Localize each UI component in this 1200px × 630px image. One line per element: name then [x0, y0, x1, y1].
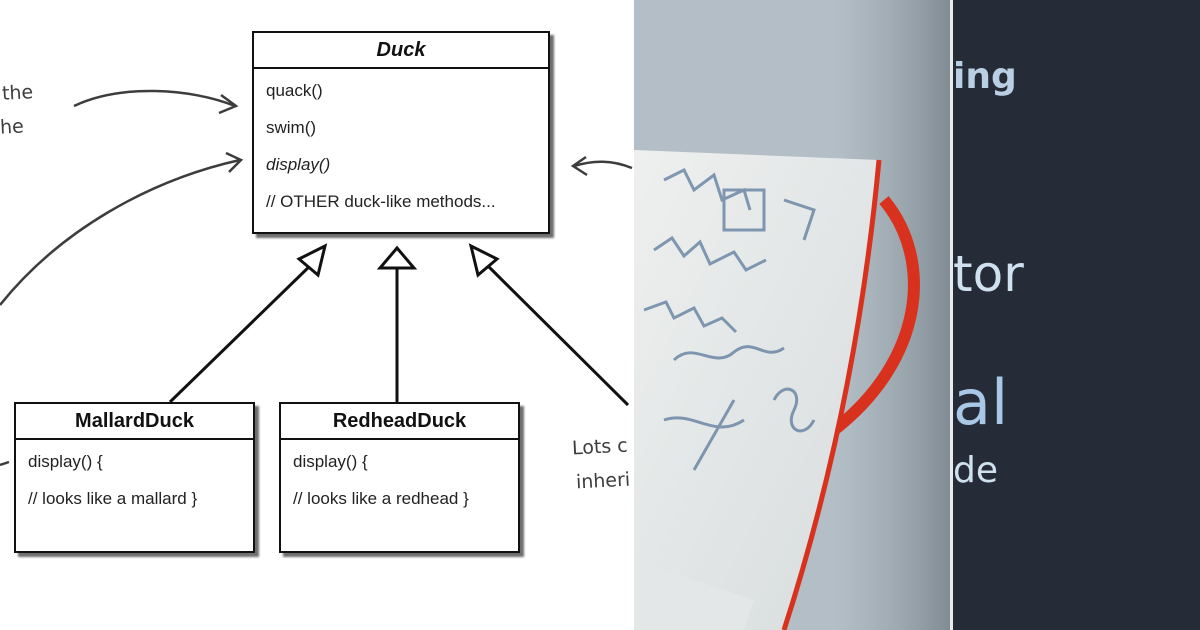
duck-method: quack()	[266, 81, 323, 100]
mallard-triangle-arrow-icon	[296, 243, 328, 278]
bookmark-ribbon	[830, 196, 920, 435]
title-fragment: de	[953, 450, 998, 491]
redhead-method-list: display() { // looks like a redhead }	[281, 440, 518, 524]
notebook-illustration	[634, 0, 950, 630]
redhead-method: display() {	[293, 452, 368, 471]
title-fragment: tor	[953, 245, 1024, 303]
redhead-method: // looks like a redhead }	[293, 489, 469, 508]
uml-diagram: the he Lots c inheri Duck quack() swim()…	[0, 31, 633, 553]
right-triangle-arrow-icon	[468, 243, 500, 278]
mallard-class-name: MallardDuck	[16, 404, 253, 440]
mallard-duck-class-box: MallardDuck display() { // looks like a …	[14, 402, 255, 553]
annotation-note: Lots c	[571, 434, 629, 460]
redhead-triangle-arrow-icon	[376, 245, 418, 270]
hand-drawn-arrowhead-icon	[570, 155, 588, 177]
hand-drawn-arrow-icon	[573, 160, 633, 170]
mallard-inheritance-line	[168, 260, 316, 404]
annotation-note: he	[0, 115, 25, 139]
duck-class-box: Duck quack() swim() display() // OTHER d…	[252, 31, 550, 234]
diagram-connectors	[0, 89, 633, 467]
redhead-class-name: RedheadDuck	[281, 404, 518, 440]
duck-method-list: quack() swim() display() // OTHER duck-l…	[254, 69, 548, 227]
annotation-note: the	[1, 81, 34, 105]
duck-method: // OTHER duck-like methods...	[266, 192, 496, 211]
notebook-cover-edge	[781, 159, 882, 630]
duck-abstract-method: display()	[266, 155, 331, 174]
mallard-method: // looks like a mallard }	[28, 489, 198, 508]
mallard-method: display() {	[28, 452, 103, 471]
mallard-method-list: display() { // looks like a mallard }	[16, 440, 253, 524]
duck-class-name: Duck	[254, 33, 548, 69]
redhead-duck-class-box: RedheadDuck display() { // looks like a …	[279, 402, 520, 553]
panel-divider	[950, 0, 953, 630]
hand-drawn-arrow-icon	[73, 89, 236, 108]
hand-drawn-arrowhead-icon	[225, 151, 244, 173]
hand-drawn-arrow-icon	[0, 460, 10, 467]
annotation-note: inheri	[575, 468, 631, 494]
dark-title-panel: ing tor al de	[953, 0, 1200, 630]
offscreen-inheritance-line	[482, 260, 630, 407]
title-fragment: al	[953, 366, 1009, 439]
notebook-photo	[634, 0, 950, 630]
hand-drawn-arrowhead-icon	[218, 93, 239, 115]
hand-drawn-arrow-icon	[0, 158, 241, 306]
title-fragment: ing	[953, 56, 1017, 97]
ink-scribbles	[643, 167, 816, 471]
duck-method: swim()	[266, 118, 317, 137]
